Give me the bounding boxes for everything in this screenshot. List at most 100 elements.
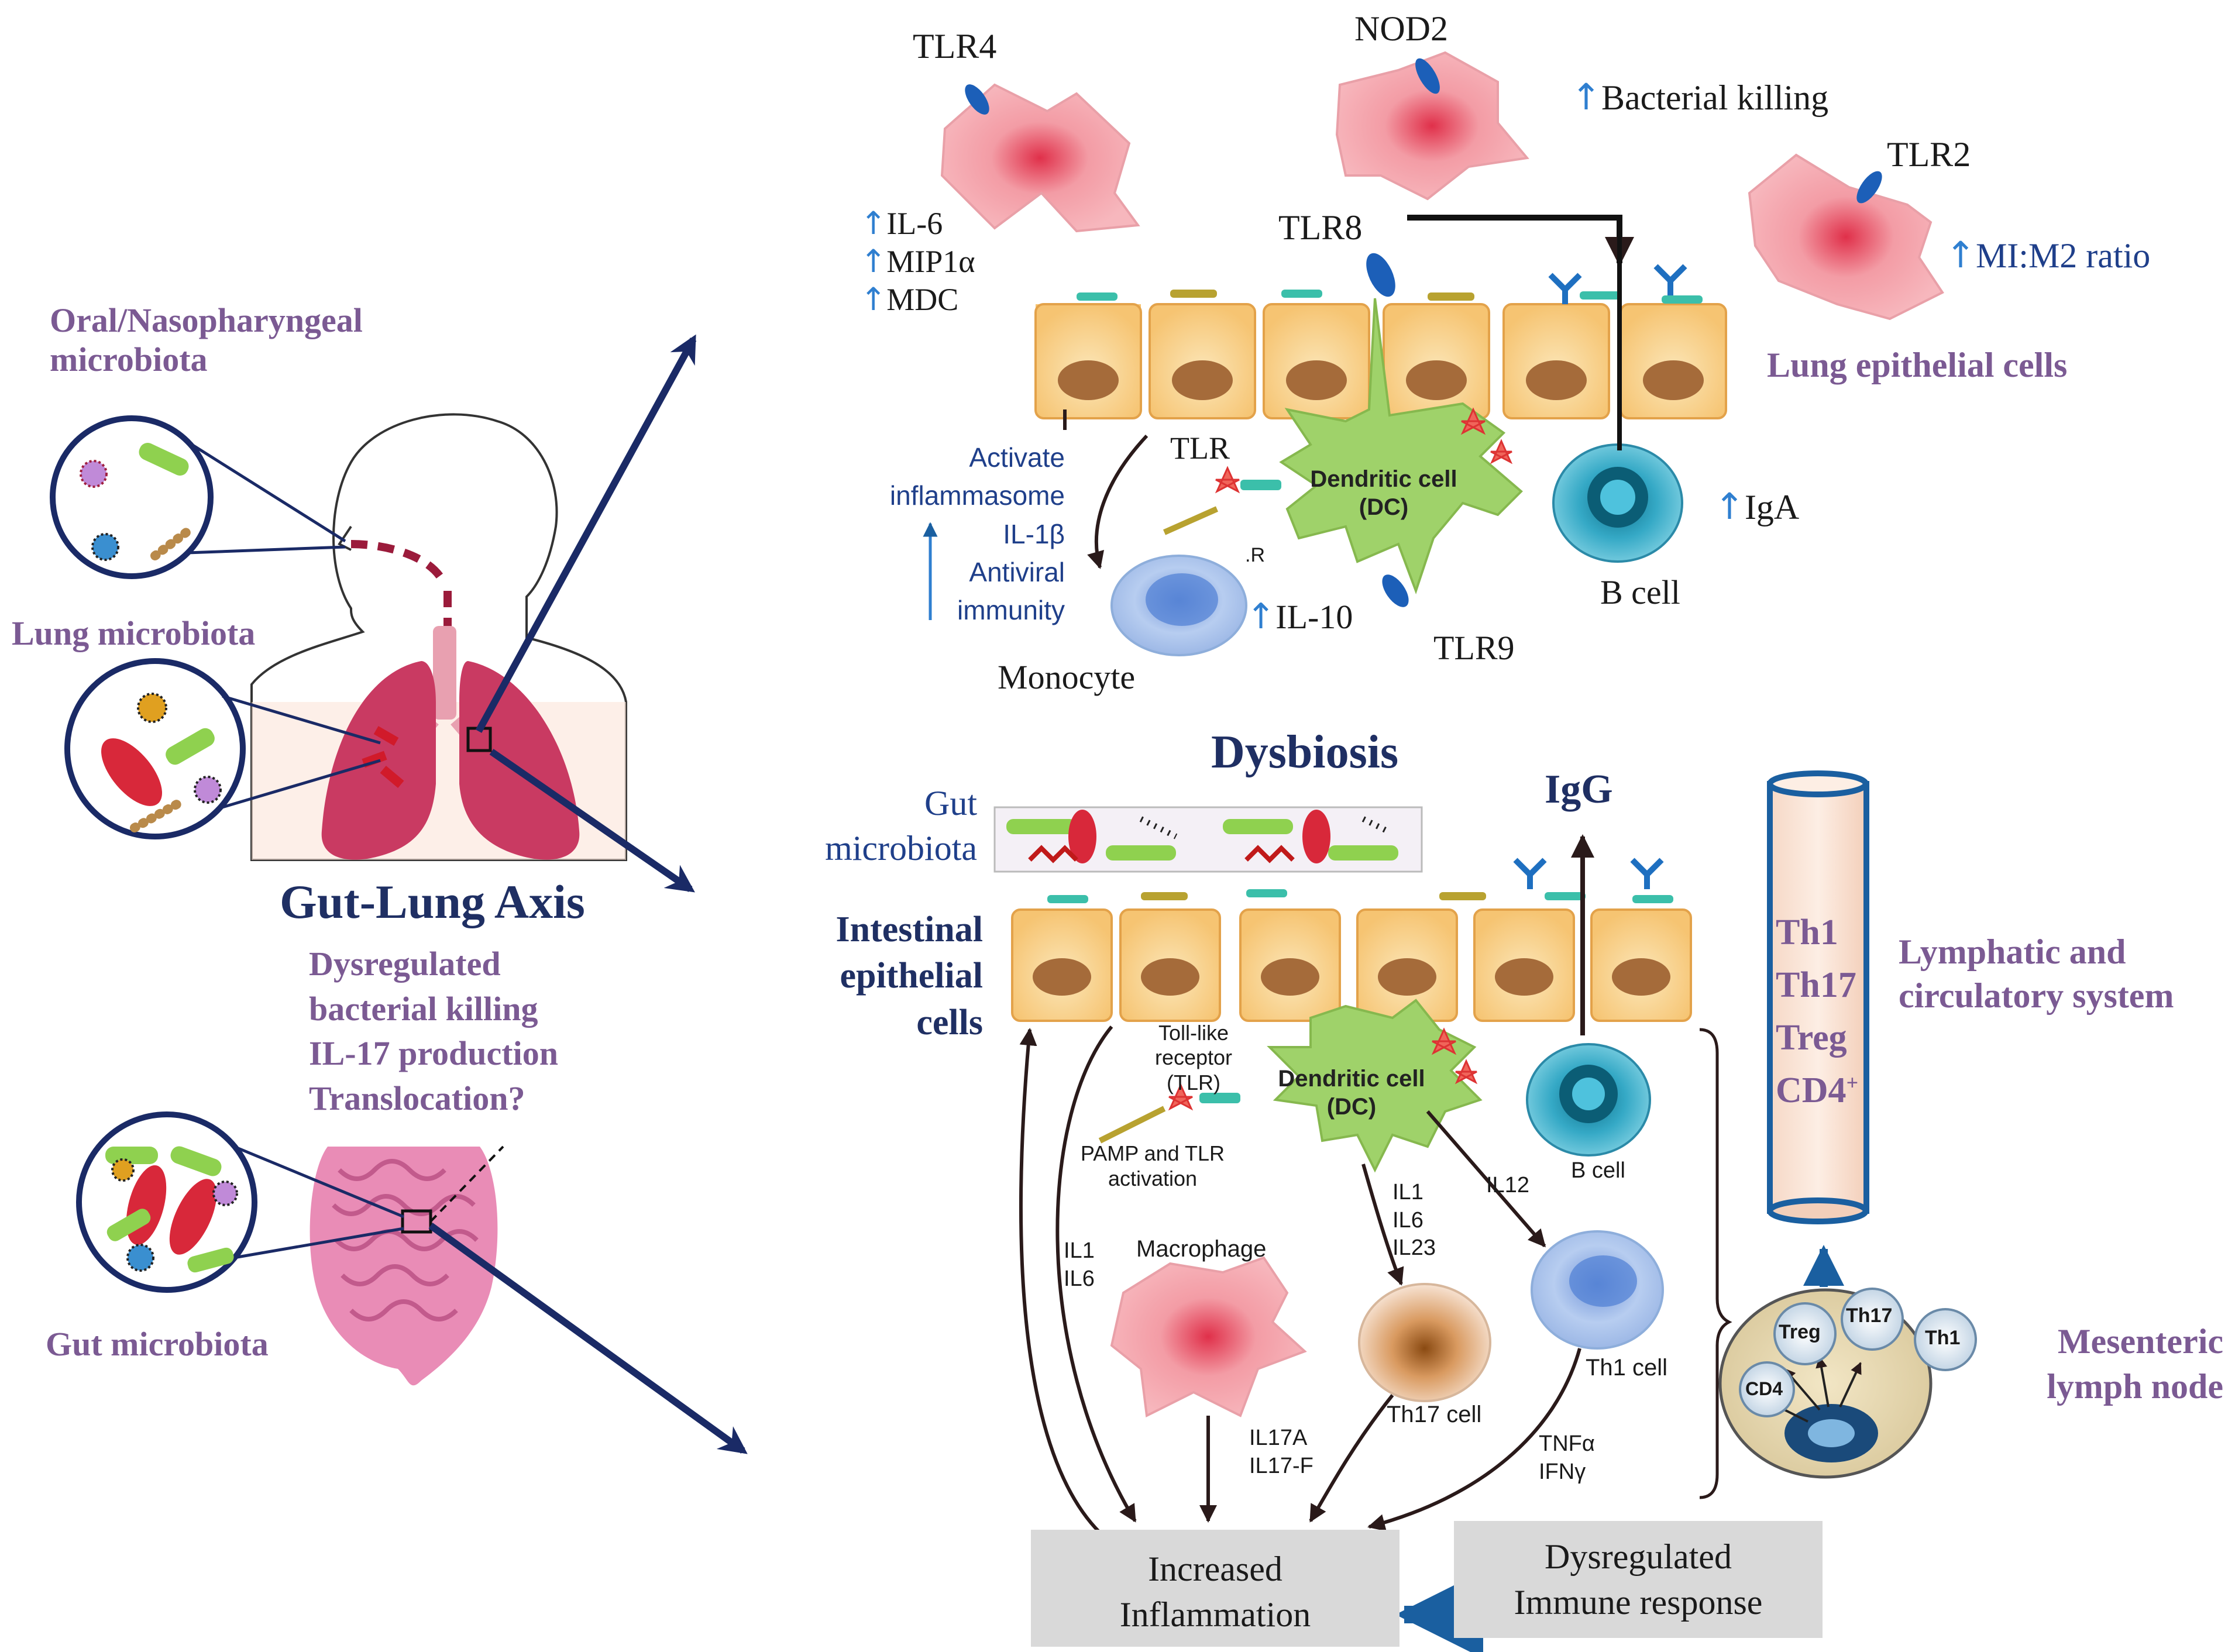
tube-labels: Th1 Th17 Treg CD4+ [1776, 907, 1858, 1117]
oral-label-line-1: Oral/Nasopharyngeal [50, 301, 363, 339]
toll-line-3: (TLR) [1167, 1070, 1220, 1095]
activate-line-3: IL-1β [1003, 518, 1065, 549]
up-arrow-icon: ↑ [1945, 233, 1976, 276]
toll-line-1: Toll-like [1158, 1021, 1229, 1045]
intestinal-epithelial-cells-label: Intestinal epithelial cells [772, 907, 983, 1046]
tlr4-label: TLR4 [913, 27, 997, 66]
gut-b-cell-label: B cell [1571, 1158, 1625, 1183]
lung-epithelial-layer [1034, 264, 1727, 419]
increased-inflammation-box: Increased Inflammation [1031, 1530, 1400, 1647]
il17-label: IL17A IL17-F [1249, 1424, 1314, 1480]
tlr2-label: TLR2 [1887, 135, 1971, 174]
oral-microbiota-circle [50, 415, 346, 579]
il10-label: ↑IL-10 [1246, 597, 1353, 637]
gut-epithelial-layer [1011, 858, 1692, 1022]
il-line-2: IL6 [1392, 1207, 1423, 1233]
bacterial-killing-label: ↑Bacterial killing [1571, 76, 1828, 118]
inflammation-line: Inflammation [1119, 1595, 1311, 1634]
pamp-activation-label: PAMP and TLR activation [1071, 1141, 1235, 1191]
iga-label: ↑IgA [1714, 486, 1799, 528]
oral-nasopharyngeal-label: Oral/Nasopharyngeal microbiota [50, 301, 363, 379]
tube-cd4: CD4 [1776, 1070, 1847, 1110]
lung-macrophages [940, 51, 1944, 321]
lung-cytokines-list: ↑IL-6 ↑MIP1α ↑MDC [860, 205, 975, 318]
lung-dendritic-cell-label: Dendritic cell (DC) [1296, 465, 1471, 521]
gut-lung-axis-arrows [428, 334, 748, 1454]
dysregulated-list: Dysregulated bacterial killing IL-17 pro… [309, 942, 558, 1121]
oral-label-line-2: microbiota [50, 340, 208, 378]
up-arrow-icon: ↑ [1714, 485, 1745, 528]
dysregulated-line-1: Dysregulated [309, 945, 501, 983]
mi-m2-ratio-text: MI:M2 ratio [1975, 236, 2151, 275]
mesenteric-line-1: Mesenteric [2057, 1322, 2223, 1361]
up-arrow-icon: ↑ [1571, 75, 1601, 118]
activate-line-5: immunity [957, 595, 1065, 626]
lymphatic-system-label: Lymphatic and circulatory system [1899, 930, 2174, 1018]
up-arrow-icon: ↑ [860, 280, 887, 318]
lung-dendritic-cell [1163, 253, 1523, 607]
activate-line-1: Activate [969, 442, 1065, 473]
lung-monocyte [1110, 555, 1247, 656]
tube-cd4-sup: + [1846, 1071, 1859, 1095]
dysregulated-line-4: Translocation? [309, 1079, 525, 1117]
gut-microbiota-label: Gut microbiota [790, 781, 977, 871]
macrophage-label: Macrophage [1136, 1236, 1267, 1262]
node-th1-label: Th1 [1925, 1327, 1961, 1349]
toll-line-2: receptor [1154, 1045, 1233, 1070]
lymphatic-line-1: Lymphatic and [1899, 932, 2126, 971]
mesenteric-lymph-node-label: Mesenteric lymph node [2007, 1319, 2223, 1409]
tube-treg: Treg [1776, 1017, 1847, 1058]
tnf-ifn-label: TNFα IFNγ [1539, 1430, 1595, 1486]
cytokine-il6: IL-6 [886, 206, 943, 241]
lung-tlr-label: TLR [1170, 431, 1230, 466]
bacterial-killing-text: Bacterial killing [1601, 78, 1829, 117]
up-arrow-icon: ↑ [860, 205, 887, 242]
lymphatic-line-2: circulatory system [1899, 976, 2174, 1015]
il-line-3: IL23 [1392, 1235, 1436, 1260]
il-line-1: IL1 [1392, 1180, 1423, 1204]
cytokine-mdc: MDC [886, 281, 959, 317]
lung-b-cell-label: B cell [1600, 573, 1680, 611]
gut-th17-cell [1358, 1283, 1491, 1402]
intestinal-line-2: epithelial [840, 956, 983, 996]
ifn-text: IFNγ [1539, 1459, 1586, 1484]
mi-m2-ratio-label: ↑MI:M2 ratio [1945, 234, 2150, 276]
lung-microbiota-circle [64, 658, 381, 839]
gut-dc-line-2: (DC) [1326, 1094, 1377, 1120]
gut-microbiota-label-left: Gut microbiota [46, 1325, 269, 1363]
dysbiosis-title: Dysbiosis [1211, 727, 1399, 778]
nod2-label: NOD2 [1354, 9, 1448, 48]
up-arrow-icon: ↑ [860, 242, 887, 280]
lung-lr-fragment: .R [1245, 544, 1265, 566]
lung-arrows [923, 215, 1634, 620]
il1-il6-il23-label: IL1 IL6 IL23 [1392, 1179, 1436, 1262]
lung-dc-line-2: (DC) [1359, 494, 1409, 520]
pamp-line-1: PAMP and TLR [1080, 1141, 1225, 1165]
intestinal-line-1: Intestinal [835, 910, 983, 949]
dysregulated-line-2: bacterial killing [309, 989, 538, 1028]
gut-microbiota-circle [76, 1111, 404, 1293]
gut-th1-cell [1531, 1230, 1664, 1350]
il17a-text: IL17A [1249, 1426, 1308, 1450]
up-arrow-icon: ↑ [1246, 596, 1276, 637]
lung-microbiota-label: Lung microbiota [12, 614, 256, 652]
node-treg-label: Treg [1779, 1321, 1821, 1343]
activate-line-2: inflammasome [889, 480, 1065, 511]
il6-text: IL6 [1064, 1266, 1095, 1291]
gut-macrophage [1110, 1256, 1307, 1418]
immune-response-line: Immune response [1514, 1583, 1763, 1622]
il17f-text: IL17-F [1249, 1453, 1314, 1478]
mesenteric-line-2: lymph node [2047, 1367, 2223, 1406]
lung-b-cell [1552, 443, 1683, 563]
lymphatic-tube [1767, 770, 1869, 1287]
mesenteric-lymph-node [1718, 1288, 1977, 1479]
increased-line: Increased [1148, 1550, 1282, 1588]
toll-like-receptor-label: Toll-like receptor (TLR) [1135, 1021, 1252, 1095]
lung-epithelial-cells-label: Lung epithelial cells [1767, 346, 2068, 384]
pamp-line-2: activation [1108, 1166, 1198, 1191]
gut-dc-line-1: Dendritic cell [1278, 1066, 1425, 1092]
gut-dendritic-cell [1098, 999, 1483, 1173]
node-th17-label: Th17 [1846, 1305, 1893, 1327]
lung-dc-line-1: Dendritic cell [1310, 466, 1457, 492]
intestine-illustration [310, 1145, 504, 1386]
